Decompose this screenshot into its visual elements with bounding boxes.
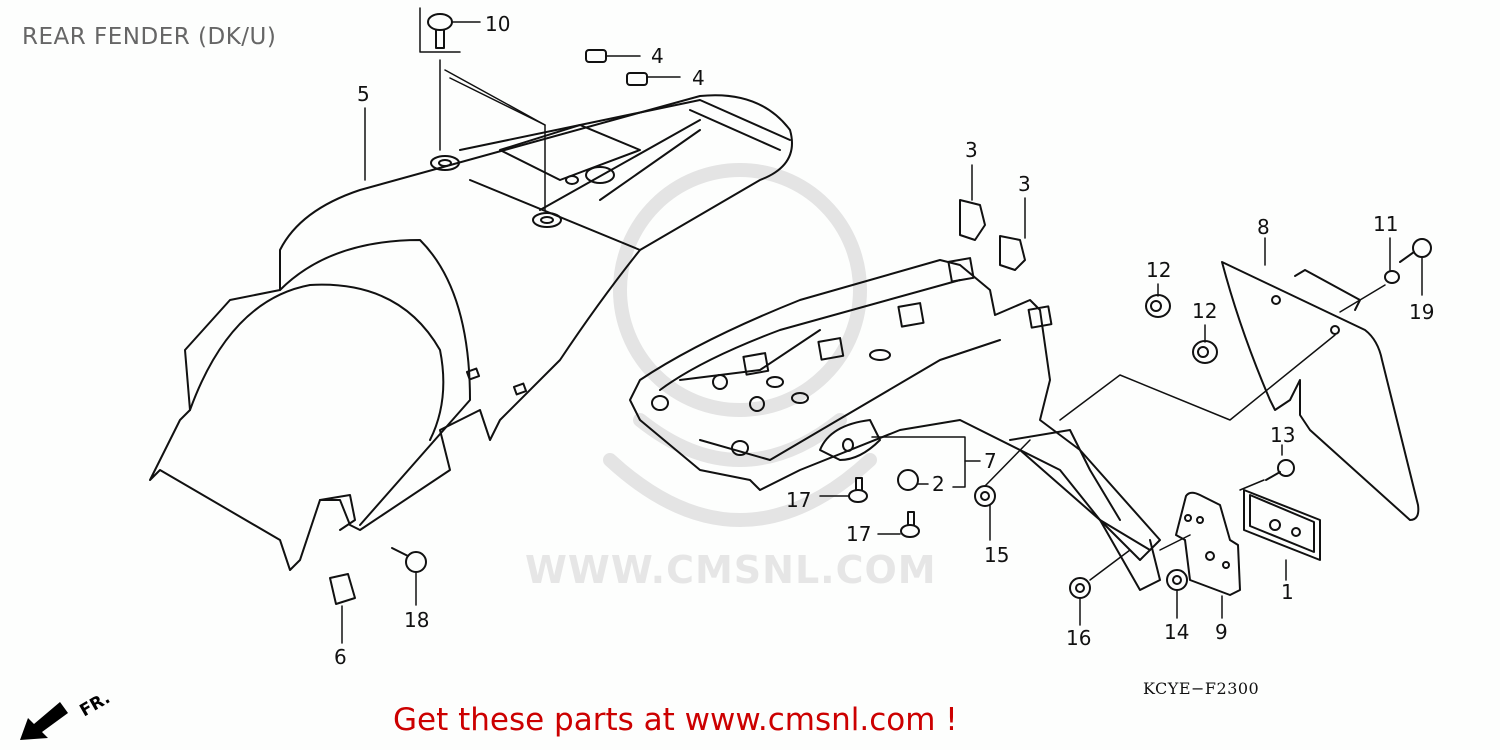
callout-10[interactable]: 10 — [485, 12, 511, 36]
callout-6[interactable]: 6 — [334, 645, 347, 669]
front-arrow-icon: FR. — [20, 688, 114, 740]
hardware-parts — [329, 13, 1432, 605]
watermark: WWW.CMSNL.COM — [525, 548, 937, 592]
callout-3a[interactable]: 3 — [965, 138, 978, 162]
reflector-bracket-part — [1175, 491, 1241, 596]
callout-11[interactable]: 11 — [1373, 212, 1399, 236]
promo-link[interactable]: Get these parts at www.cmsnl.com ! — [393, 702, 958, 738]
callout-8[interactable]: 8 — [1257, 215, 1270, 239]
callout-4a[interactable]: 4 — [651, 44, 664, 68]
callout-12b[interactable]: 12 — [1192, 299, 1218, 323]
diagram-code: KCYE−F2300 — [1143, 679, 1260, 698]
leader-lines — [341, 7, 1423, 644]
callout-19[interactable]: 19 — [1409, 300, 1435, 324]
callout-15[interactable]: 15 — [984, 543, 1010, 567]
license-plate-bracket-part — [1221, 261, 1420, 521]
callout-13[interactable]: 13 — [1270, 423, 1296, 447]
callout-1[interactable]: 1 — [1281, 580, 1294, 604]
callout-17b[interactable]: 17 — [846, 522, 872, 546]
callout-14[interactable]: 14 — [1164, 620, 1190, 644]
callout-4b[interactable]: 4 — [692, 66, 705, 90]
front-direction-indicator: FR. — [20, 680, 114, 749]
reflector-part — [1243, 489, 1321, 561]
front-label: FR. — [77, 688, 111, 721]
callout-17a[interactable]: 17 — [786, 488, 812, 512]
rear-fender-part — [149, 94, 793, 571]
callout-3b[interactable]: 3 — [1018, 172, 1031, 196]
watermark-mascot-icon — [603, 163, 877, 527]
callout-18[interactable]: 18 — [404, 608, 430, 632]
callout-2[interactable]: 2 — [932, 472, 945, 496]
callout-9[interactable]: 9 — [1215, 620, 1228, 644]
callout-7[interactable]: 7 — [984, 449, 997, 473]
callout-12a[interactable]: 12 — [1146, 258, 1172, 282]
callout-5[interactable]: 5 — [357, 82, 370, 106]
callout-16[interactable]: 16 — [1066, 626, 1092, 650]
inner-fender-part — [629, 257, 1161, 591]
diagram-title: REAR FENDER (DK/U) — [22, 24, 277, 50]
